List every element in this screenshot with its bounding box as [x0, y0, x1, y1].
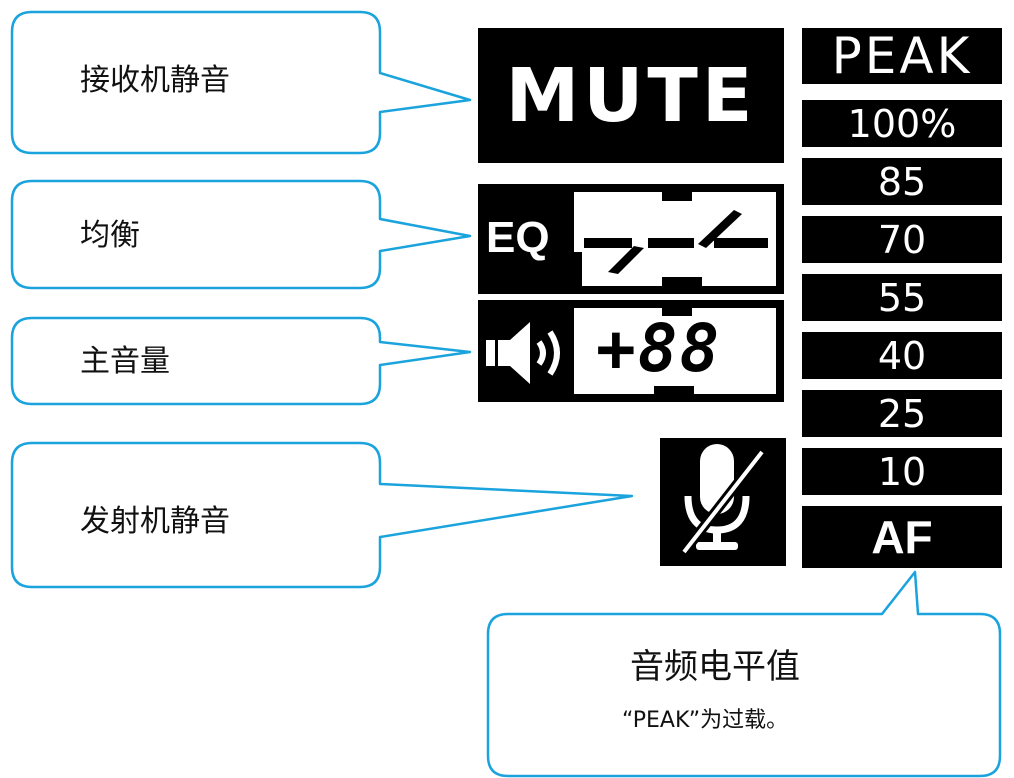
level-scale-item: 70 [802, 216, 1002, 263]
callout-audio-level-bubble [486, 570, 1002, 778]
transmitter-mute-indicator [660, 438, 786, 566]
level-scale-item: 55 [802, 274, 1002, 321]
receiver-mute-indicator: MUTE [478, 28, 784, 163]
level-scale-item: 10 [802, 448, 1002, 495]
mute-text: MUTE [505, 52, 757, 139]
callout-transmitter-mute-label: 发射机静音 [80, 504, 230, 539]
microphone-muted-icon [680, 444, 766, 556]
eq-text: EQ [486, 213, 550, 262]
level-scale-item: 85 [802, 158, 1002, 205]
callout-receiver-mute-bubble [10, 10, 472, 155]
callout-volume-bubble [10, 316, 472, 406]
callout-transmitter-mute-bubble [10, 441, 634, 589]
peak-header: PEAK [802, 28, 1002, 84]
volume-value: +88 [596, 310, 722, 387]
af-label: AF [802, 506, 1002, 568]
callout-receiver-mute-label: 接收机静音 [80, 63, 230, 98]
volume-value-window: +88 [574, 308, 776, 394]
level-scale-item: 100% [802, 100, 1002, 147]
callout-eq-bubble [10, 179, 472, 290]
eq-indicator: EQ [478, 184, 784, 294]
audio-level-note: “PEAK”为过载。 [622, 708, 789, 733]
speaker-icon [486, 322, 560, 384]
callout-eq-label: 均衡 [80, 218, 140, 253]
volume-indicator: +88 [478, 300, 784, 402]
level-scale-item: 40 [802, 332, 1002, 379]
eq-curve-icon [574, 192, 776, 286]
level-scale-item: 25 [802, 390, 1002, 437]
callout-volume-label: 主音量 [80, 344, 170, 379]
audio-level-title: 音频电平值 [630, 647, 800, 687]
